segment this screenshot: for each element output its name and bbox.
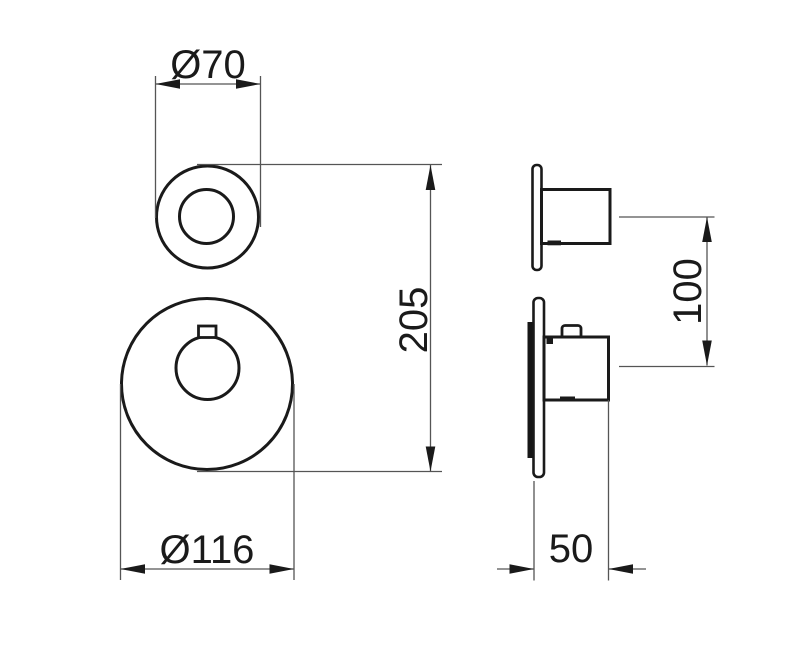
dim50-label: 50 (549, 527, 594, 571)
escutcheon-circle (120, 297, 294, 471)
handle-index-notch (197, 324, 218, 339)
side-view-top (531, 163, 612, 272)
top-valve-body (540, 188, 612, 245)
dim116-label: Ø116 (160, 528, 255, 572)
dim116-arrow-right-icon (269, 564, 294, 574)
dim100-arrow-up-icon (702, 217, 712, 242)
dim205-arrow-up-icon (425, 165, 436, 190)
dim70-label: Ø70 (170, 43, 246, 87)
bottom-flange-plate (532, 296, 546, 479)
bottom-valve-body (542, 335, 610, 402)
dim-center-spacing: 100 (619, 216, 715, 368)
dim116-arrow-left-icon (120, 564, 145, 574)
dim-overall-height: 205 (197, 163, 442, 473)
top-trim-inner-circle (178, 188, 235, 245)
dim100-label: 100 (666, 258, 710, 325)
dim205-label: 205 (392, 287, 436, 354)
dim100-arrow-down-icon (702, 340, 712, 366)
dim-escutcheon-diameter: Ø116 (119, 384, 295, 580)
front-view (120, 164, 294, 471)
bottom-body-tick-bottom (560, 396, 575, 402)
dim70-arrow-right-icon (236, 79, 261, 89)
dim-depth: 50 (497, 400, 646, 581)
wall-seal-strip (527, 322, 537, 458)
thermostat-handle-circle (174, 335, 241, 401)
side-view-bottom (527, 296, 610, 479)
dim205-arrow-down-icon (425, 446, 436, 472)
top-body-tick (547, 240, 561, 246)
dim50-arrow-left-icon (608, 564, 633, 574)
dim50-arrow-right-icon (509, 564, 534, 574)
bottom-body-tick-top (546, 337, 553, 344)
dim-handle-diameter: Ø70 (154, 43, 262, 227)
top-trim-outer-circle (155, 164, 260, 270)
dim70-arrow-left-icon (155, 79, 180, 89)
